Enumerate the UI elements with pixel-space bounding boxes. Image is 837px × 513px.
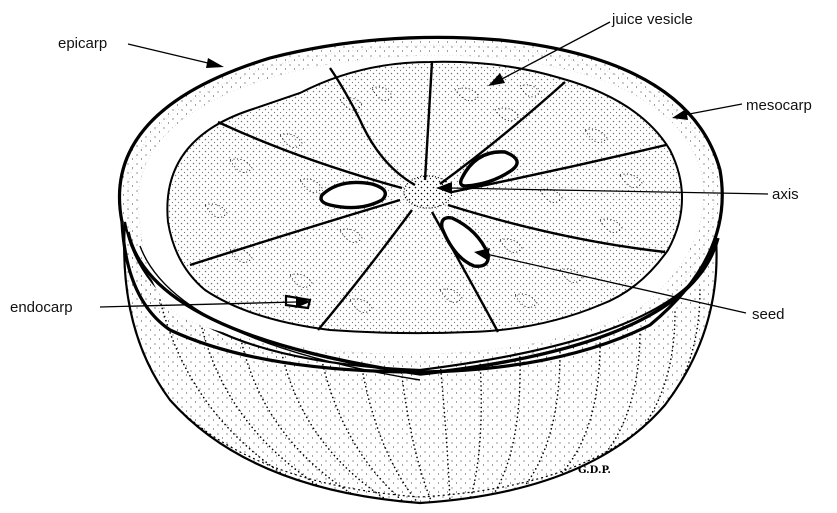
label-epicarp: epicarp [58,35,107,52]
mesocarp-leader [684,104,742,115]
label-axis: axis [772,186,799,203]
epicarp-arrowhead [206,58,224,68]
label-juice-vesicle: juice vesicle [611,11,693,28]
label-seed: seed [752,306,785,323]
central-axis [404,176,452,208]
label-mesocarp: mesocarp [746,97,812,114]
label-endocarp: endocarp [10,299,73,316]
artist-signature: G.D.P. [578,465,611,476]
epicarp-leader [128,44,212,64]
